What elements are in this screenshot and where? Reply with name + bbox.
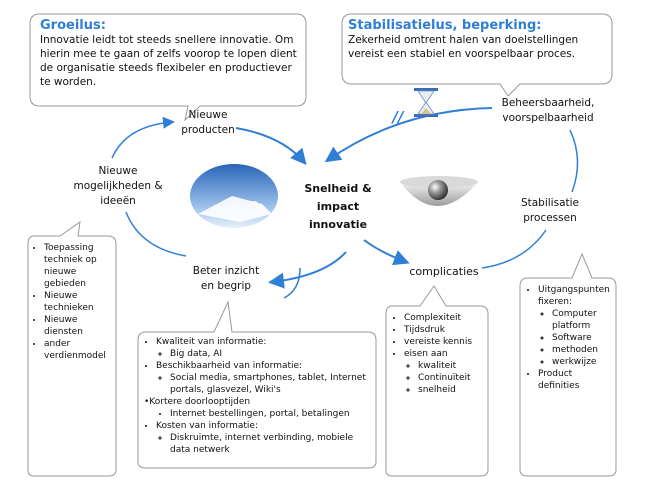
info-item-kosten: Kosten van informatie: Diskruimte, inter…: [156, 420, 374, 456]
compl-sub: Continuïteit: [418, 372, 486, 384]
node-nieuwe-mogelijkheden: Nieuwe mogelijkheden & ideeën: [73, 165, 163, 207]
left-list-item: Toepassing techniek op nieuwe gebieden: [44, 242, 114, 290]
node-center-snelheid: Snelheid & impact innovatie: [304, 182, 372, 231]
left-list-bubble: [27, 220, 117, 477]
left-list-item: Nieuwe diensten: [44, 314, 114, 338]
loop-arc-insight-to-options: [125, 211, 187, 257]
growth-bubble: [29, 13, 307, 122]
info-item-kwaliteit: Kwaliteit van informatie: Big data, AI: [156, 336, 374, 360]
node-nieuwe-producten: Nieuwe producten: [181, 109, 235, 136]
compl-sub: kwaliteit: [418, 360, 486, 372]
stabil-title: Stabilisatielus, beperking:: [348, 18, 542, 33]
right-sub: Computer platform: [552, 308, 614, 332]
right-label: Uitgangspunten fixeren:: [538, 285, 610, 307]
info-list-bubble: [137, 300, 377, 469]
info-sub: Social media, smartphones, tablet, Inter…: [170, 372, 374, 396]
compl-item: Complexiteit: [404, 312, 486, 324]
compl-item: vereiste kennis: [404, 336, 486, 348]
node-beter-inzicht: Beter inzicht en begrip: [192, 265, 260, 292]
loop-arc-center-to-compl-lower: [283, 267, 301, 299]
left-list-item: ander verdienmodel: [44, 338, 114, 362]
right-sub: werkwijze: [552, 356, 614, 368]
bowl-with-ball-picture: [400, 176, 478, 206]
right-sub: methoden: [552, 344, 614, 356]
info-sub: Diskruimte, internet verbinding, mobiele…: [170, 432, 374, 456]
right-sub: Software: [552, 332, 614, 344]
right-item: Uitgangspunten fixeren: Computer platfor…: [538, 284, 614, 368]
compl-item: Tijdsdruk: [404, 324, 486, 336]
right-item: Product definities: [538, 368, 614, 392]
stabil-text: Zekerheid omtrent halen van doelstelling…: [348, 34, 579, 60]
compl-list: Complexiteit Tijdsdruk vereiste kennis e…: [392, 312, 486, 396]
loop-arc-products-to-center: [235, 127, 307, 166]
growth-note: Groeilus: Innovatie leidt tot steeds sne…: [40, 18, 302, 89]
node-complicaties: complicaties: [409, 265, 479, 278]
node-stabilisatie: Stabilisatie processen: [520, 197, 580, 224]
compl-label: eisen aan: [404, 349, 448, 359]
info-label: Kwaliteit van informatie:: [156, 337, 267, 347]
compl-item: eisen aan kwaliteit Continuïteit snelhei…: [404, 348, 486, 396]
info-list: Kwaliteit van informatie: Big data, AI B…: [144, 336, 374, 456]
info-item-beschikbaarheid: Beschikbaarheid van informatie: Social m…: [156, 360, 374, 396]
loop-arc-center-to-insight: [268, 251, 347, 289]
delay-mark: //: [392, 108, 404, 126]
stabil-bubble: [341, 13, 613, 97]
hourglass-icon: [414, 88, 438, 117]
loop-arc-stabil-to-control: [569, 129, 579, 193]
compl-sub: snelheid: [418, 384, 486, 396]
loop-arc-compl-to-stabil: [481, 229, 547, 269]
right-list: Uitgangspunten fixeren: Computer platfor…: [526, 284, 614, 392]
loop-arc-control-to-center: [324, 107, 493, 163]
stabil-note: Stabilisatielus, beperking: Zekerheid om…: [348, 18, 610, 61]
right-list-bubble: [519, 252, 617, 477]
info-label: Kosten van informatie:: [156, 421, 258, 431]
growth-text: Innovatie leidt tot steeds snellere inno…: [40, 34, 297, 88]
info-sub: Big data, AI: [170, 348, 374, 360]
info-sub: Internet bestellingen, portal, betalinge…: [170, 408, 374, 420]
loop-arc-options-to-products: [111, 116, 175, 159]
node-beheersbaarheid: Beheersbaarheid, voorspelbaarheid: [501, 97, 595, 124]
growth-title: Groeilus:: [40, 18, 106, 33]
left-list: Toepassing techniek op nieuwe gebieden N…: [32, 242, 114, 362]
sky-picture: [190, 164, 278, 228]
arrow-center-to-compl: [363, 239, 410, 266]
info-label: Beschikbaarheid van informatie:: [156, 361, 303, 371]
compl-list-bubble: [385, 285, 489, 477]
info-item-doorlooptijden: •Kortere doorlooptijden: [144, 397, 251, 407]
left-list-item: Nieuwe technieken: [44, 290, 114, 314]
